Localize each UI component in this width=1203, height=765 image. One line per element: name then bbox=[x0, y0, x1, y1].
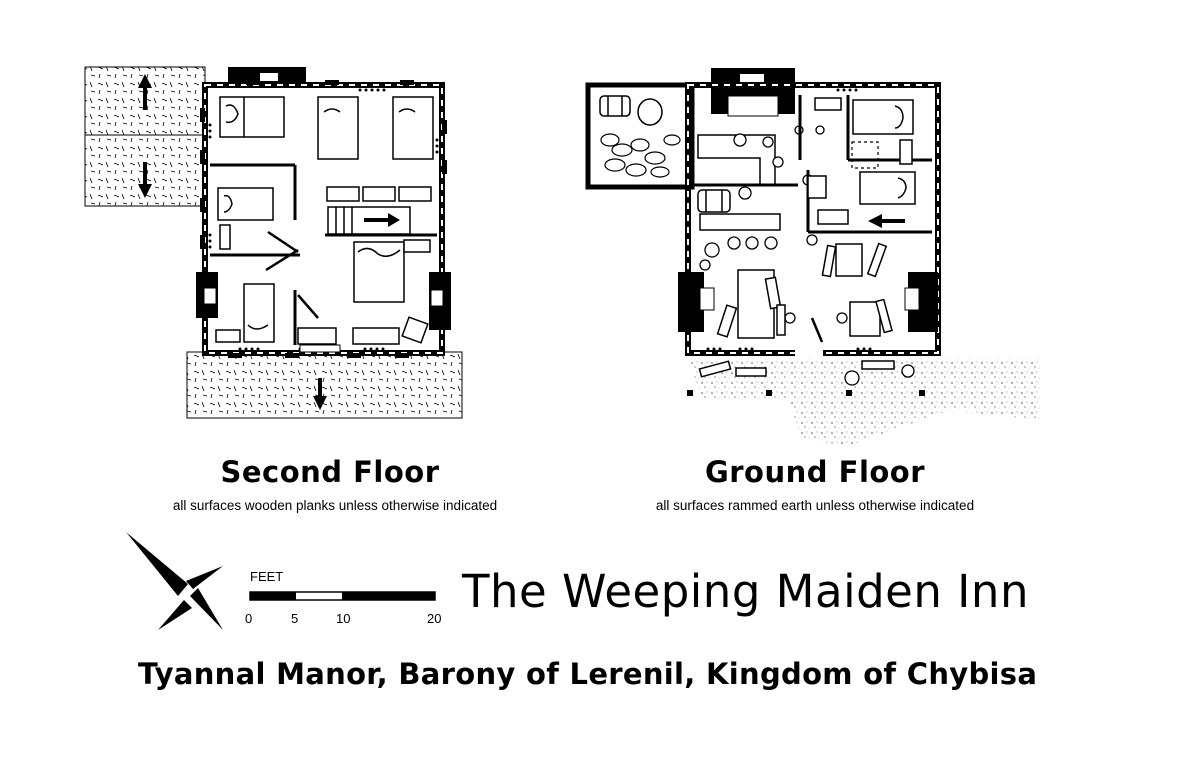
ground-floor-title: Ground Floor bbox=[704, 455, 926, 489]
bed-icon bbox=[859, 171, 916, 205]
second-floor-plan bbox=[84, 66, 463, 419]
shutter-marks bbox=[200, 80, 447, 358]
post-marks bbox=[687, 390, 925, 396]
gravel-path bbox=[690, 358, 1040, 445]
bed-icon bbox=[217, 187, 274, 221]
scale-tick-label: 0 bbox=[245, 611, 253, 626]
interior-walls bbox=[210, 163, 437, 345]
fireplace-icon bbox=[196, 272, 218, 318]
ground-floor-plan bbox=[585, 68, 1040, 445]
compass-rose-icon bbox=[126, 532, 223, 630]
map-title: The Weeping Maiden Inn bbox=[462, 565, 1029, 618]
arrow-icon bbox=[138, 162, 152, 198]
table-icon bbox=[401, 316, 429, 344]
table-icon bbox=[851, 141, 879, 169]
ground-floor-note: all surfaces rammed earth unless otherwi… bbox=[655, 498, 975, 513]
scale-unit-label: FEET bbox=[250, 569, 284, 584]
fireplace-icon bbox=[904, 272, 938, 332]
scale-tick-label: 10 bbox=[336, 611, 351, 626]
arrow-icon bbox=[868, 214, 905, 228]
bed-icon bbox=[852, 99, 914, 135]
fireplace-icon bbox=[678, 272, 715, 332]
ladder-icon bbox=[810, 317, 824, 343]
arrow-icon bbox=[138, 74, 152, 110]
window-marks bbox=[706, 88, 872, 351]
arrow-icon bbox=[364, 213, 400, 227]
ladder-icon bbox=[265, 230, 319, 319]
bed-icon bbox=[219, 96, 285, 138]
scale-bar bbox=[249, 591, 436, 601]
bed-icon bbox=[243, 283, 275, 343]
arrow-icon bbox=[313, 378, 327, 410]
bed-icon bbox=[317, 96, 359, 160]
roof-section-front bbox=[186, 351, 463, 419]
fireplace-icon bbox=[429, 272, 451, 330]
chest-icon bbox=[215, 186, 432, 345]
bed-icon bbox=[392, 96, 434, 160]
storeroom-walls bbox=[585, 82, 695, 190]
scale-tick-label: 5 bbox=[291, 611, 299, 626]
sack-pile bbox=[600, 133, 681, 178]
bed-icon bbox=[353, 241, 405, 303]
second-floor-note: all surfaces wooden planks unless otherw… bbox=[172, 498, 498, 513]
divider-wall bbox=[299, 344, 341, 353]
interior-walls bbox=[692, 95, 932, 234]
second-floor-title: Second Floor bbox=[220, 455, 440, 489]
table-icon bbox=[698, 213, 895, 378]
scale-tick-label: 20 bbox=[427, 611, 442, 626]
map-subtitle: Tyannal Manor, Barony of Lerenil, Kingdo… bbox=[138, 657, 1038, 691]
barrel-icon bbox=[599, 95, 731, 213]
chest-icon bbox=[807, 97, 913, 225]
